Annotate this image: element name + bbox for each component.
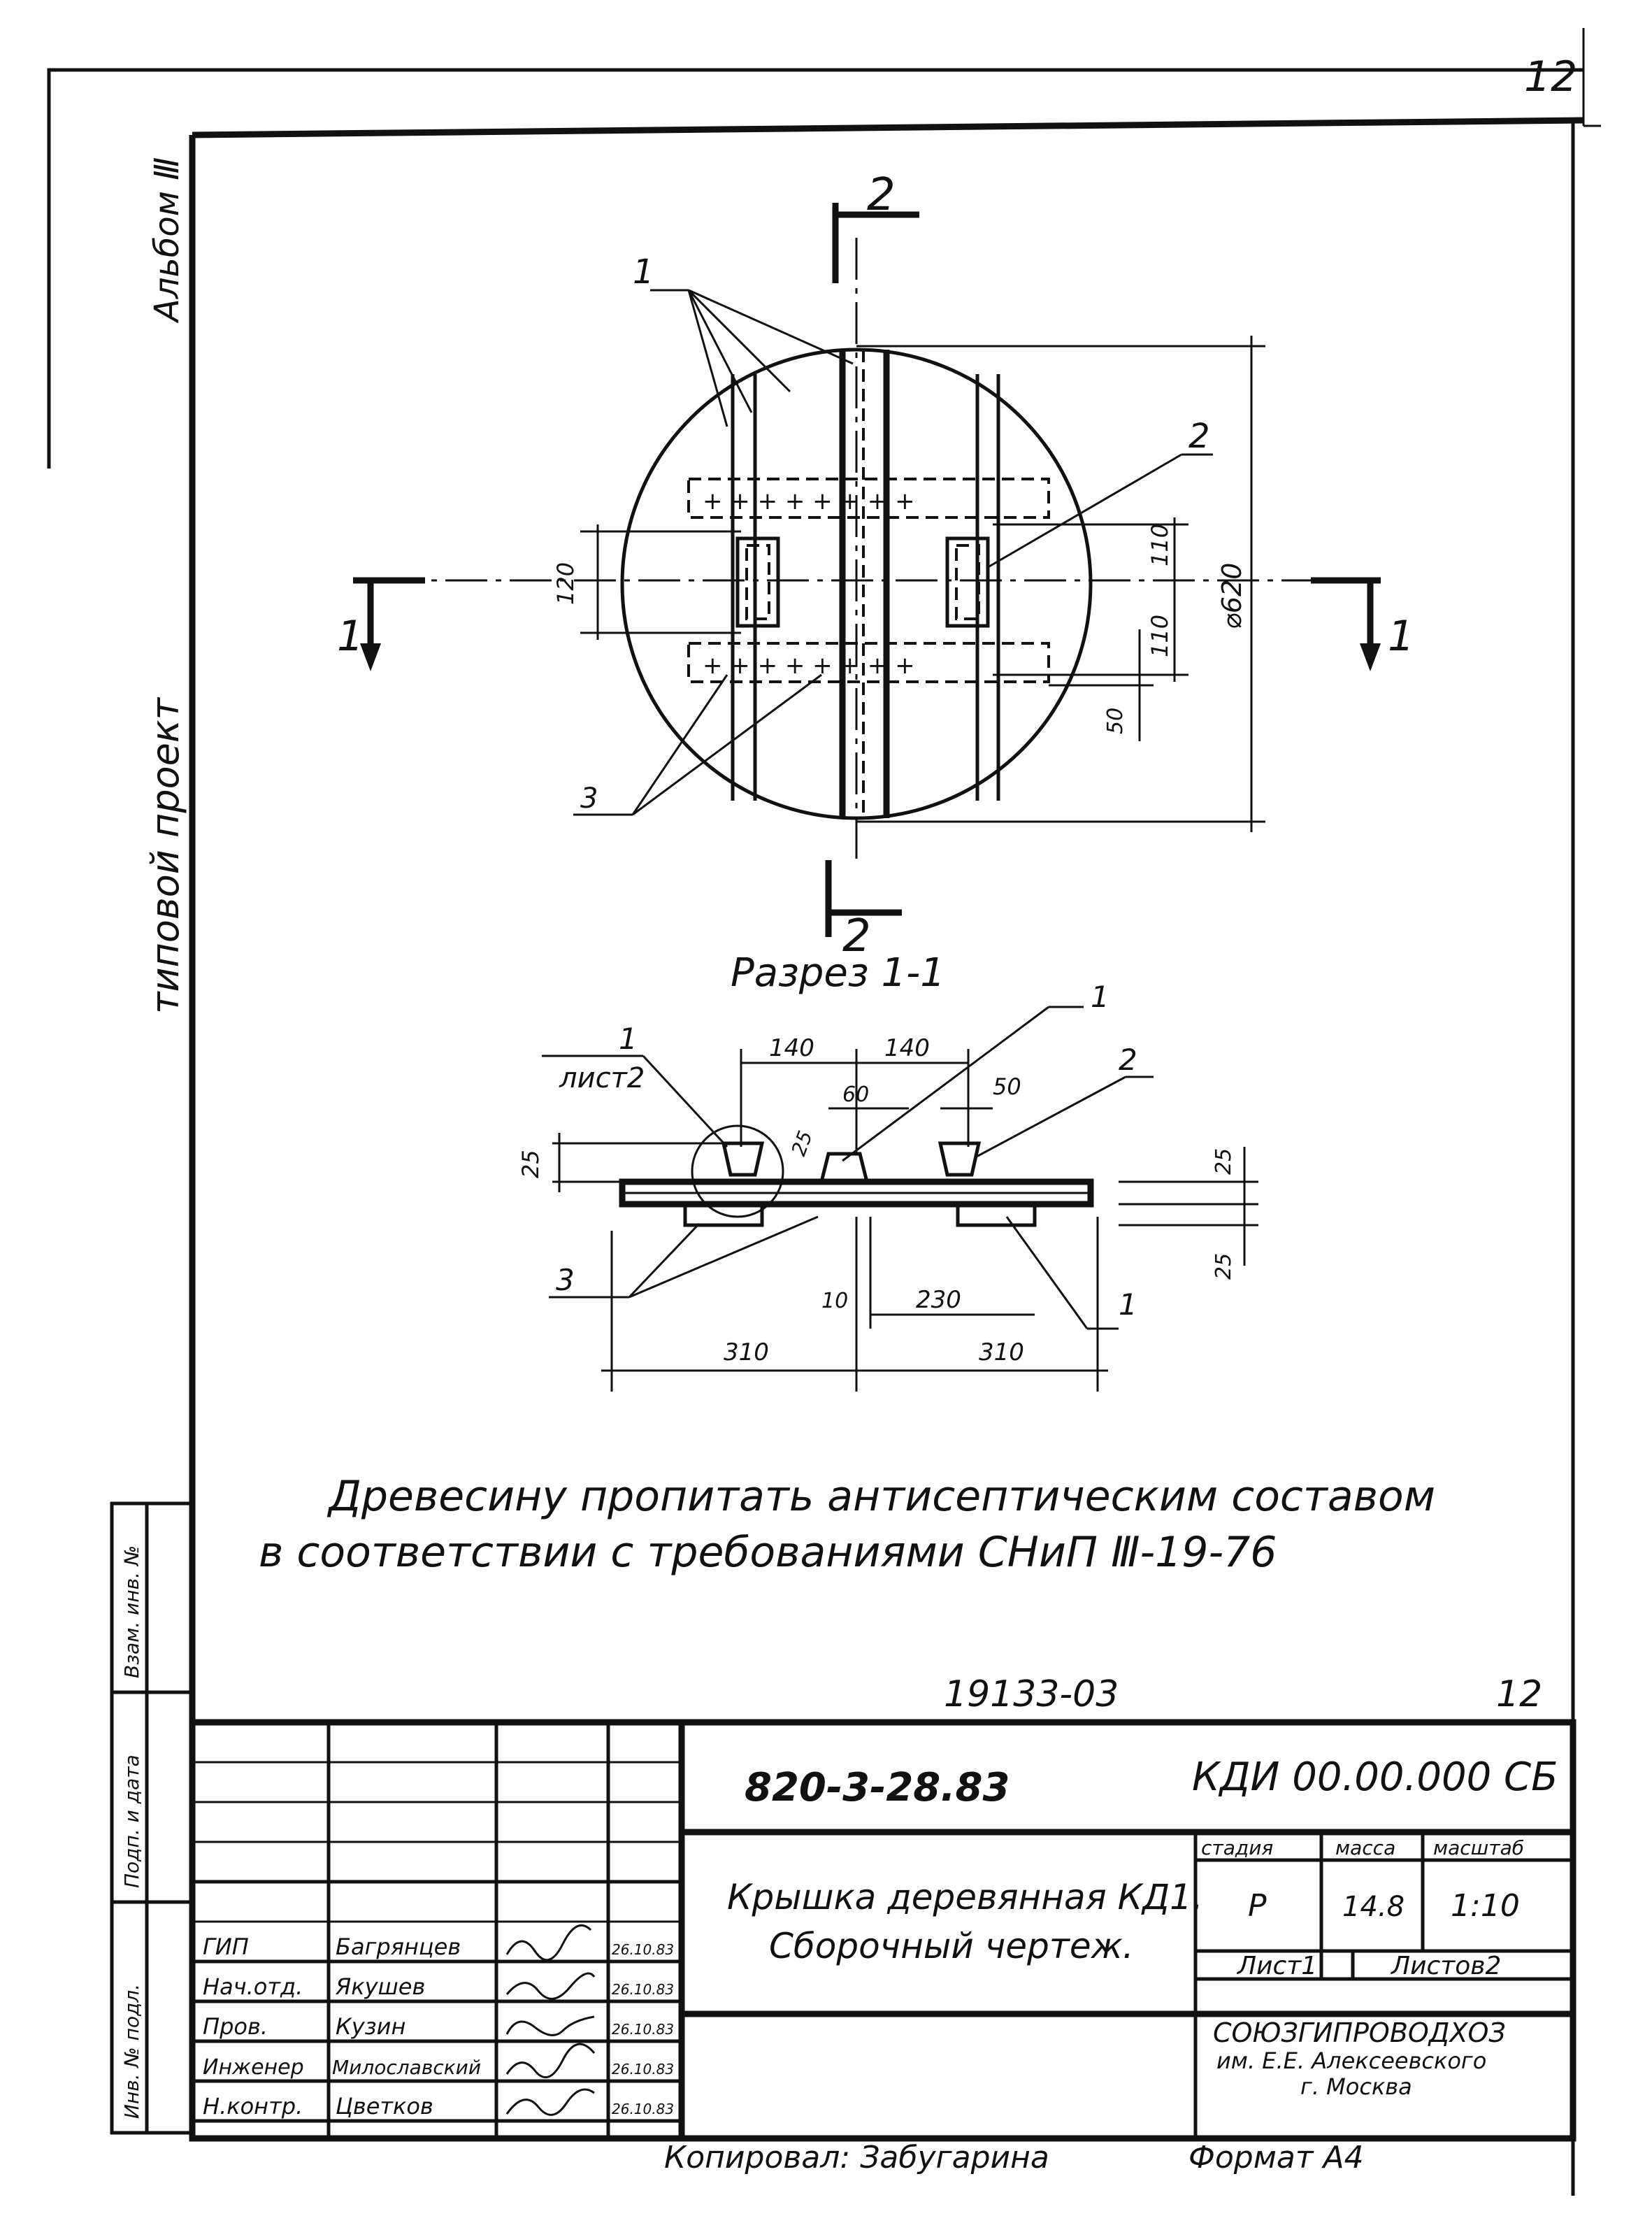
dim-110-bottom: 110 [1147, 615, 1173, 657]
sig-date: 26.10.83 [612, 1981, 674, 1998]
svg-text:+ + + + + + + +: + + + + + + + + [703, 487, 915, 515]
plan-dimensions: 120 110 110 50 ⌀620 [552, 336, 1265, 832]
note-line-1: Древесину пропитать антисептическим сост… [326, 1472, 1435, 1521]
mass-value: 14.8 [1342, 1891, 1405, 1923]
paper-format: Формат А4 [1188, 2140, 1364, 2175]
sig-date: 26.10.83 [612, 1941, 674, 1958]
note-line-2: в соответствии с требованиями СНиП Ⅲ-19-… [259, 1528, 1277, 1577]
dim-310-left: 310 [724, 1338, 769, 1366]
plan-callout-2: 2 [1188, 417, 1210, 456]
cross-bars: + + + + + + + + + + + + + + + + [687, 478, 1050, 683]
section-callout-sheet: лист2 [559, 1062, 645, 1094]
side-labels: Альбом Ⅲ типовой проект [143, 157, 187, 1014]
section-callout-3: 3 [556, 1263, 575, 1297]
section-callout-1-left: 1 [619, 1022, 638, 1056]
sig-date: 26.10.83 [612, 2101, 674, 2117]
doc-reference: 19133-03 [944, 1673, 1119, 1715]
section-mark-left: 1 [337, 612, 364, 661]
sheets-value: Листов2 [1390, 1952, 1501, 1980]
stamp-inv-replace: Взам. инв. № [120, 1545, 143, 1678]
col-header-scale: масштаб [1433, 1836, 1524, 1859]
strips [735, 536, 990, 628]
sig-date: 26.10.83 [612, 2021, 674, 2038]
project-label: типовой проект [143, 697, 187, 1014]
project-code: 820-3-28.83 [745, 1765, 1010, 1810]
section-mark-top: 2 [867, 169, 896, 221]
sheet-value: Лист1 [1236, 1952, 1317, 1980]
section-view: Разрез 1-1 лист2 1 1 2 3 [517, 950, 1258, 1392]
section-callout-2: 2 [1119, 1043, 1137, 1077]
stamp-sign-date: Подп. и дата [120, 1754, 143, 1888]
section-callout-1-top: 1 [1091, 980, 1109, 1014]
left-stamp: Взам. инв. № Подп. и дата Инв. № подл. [110, 1501, 194, 2135]
sig-name: Милославский [332, 2056, 481, 2079]
dim-310-right: 310 [979, 1338, 1024, 1366]
scale-value: 1:10 [1451, 1888, 1520, 1924]
dim-50-section: 50 [993, 1073, 1021, 1100]
section-mark-bottom: 2 [842, 910, 871, 962]
plan-callout-3: 3 [580, 782, 598, 815]
sig-name: Якушев [335, 1973, 425, 2000]
dim-140-right: 140 [884, 1034, 930, 1062]
footer: Копировал: Забугарина Формат А4 [664, 2140, 1364, 2175]
dim-120: 120 [552, 562, 579, 605]
stage-value: Р [1248, 1888, 1267, 1924]
signature-mark [505, 1924, 592, 1961]
signature-mark [505, 1972, 596, 2000]
sig-role: Пров. [203, 2013, 268, 2040]
copied-by: Копировал: Забугарина [664, 2140, 1049, 2175]
album-label: Альбом Ⅲ [148, 157, 187, 324]
dim-60: 60 [842, 1082, 869, 1107]
section-callout-1-right: 1 [1119, 1287, 1137, 1322]
dim-10: 10 [821, 1289, 848, 1313]
plan-view: + + + + + + + + + + + + + + + + 1 1 [337, 169, 1414, 962]
sheet-number-box: 12 [1524, 52, 1577, 101]
title-block: 820-3-28.83 КДИ 00.00.000 СБ Крышка дере… [189, 1719, 1576, 2142]
dim-110-top: 110 [1147, 524, 1173, 566]
signature-mark [505, 2088, 595, 2116]
section-callouts: лист2 1 1 2 3 1 [542, 980, 1154, 1330]
doc-reference-sheet: 12 [1496, 1673, 1542, 1715]
note-block: Древесину пропитать антисептическим сост… [259, 1472, 1435, 1577]
sig-name: Багрянцев [336, 1934, 461, 1960]
section-body [619, 1124, 1094, 1227]
signature-mark [505, 2015, 595, 2036]
sig-role: Нач.отд. [203, 1973, 303, 2000]
sig-role: ГИП [203, 1934, 249, 1960]
dim-25-right-bottom: 25 [1212, 1253, 1236, 1280]
plan-callout-1: 1 [633, 252, 654, 292]
signature-mark [505, 2043, 596, 2078]
org-line-2: им. Е.Е. Алексеевского [1216, 2047, 1486, 2074]
sheet-number: 12 [1524, 52, 1577, 101]
dim-25-small: 25 [787, 1128, 817, 1159]
title-line-1: Крышка деревянная КД1. [727, 1877, 1203, 1917]
dim-50: 50 [1103, 708, 1128, 734]
doc-code: КДИ 00.00.000 СБ [1192, 1754, 1558, 1800]
sig-role: Н.контр. [203, 2093, 303, 2120]
dim-230: 230 [916, 1286, 961, 1314]
sig-date: 26.10.83 [612, 2061, 674, 2078]
section-title: Разрез 1-1 [731, 950, 945, 996]
dim-140-left: 140 [769, 1034, 814, 1062]
org-line-1: СОЮЗГИПРОВОДХОЗ [1213, 2017, 1506, 2048]
boards [731, 350, 1000, 818]
sig-name: Кузин [336, 2013, 405, 2040]
col-header-mass: масса [1335, 1836, 1395, 1859]
sig-name: Цветков [336, 2093, 433, 2120]
dim-25-left: 25 [517, 1150, 544, 1178]
plan-callouts: 1 2 3 [573, 252, 1213, 816]
stamp-inv-orig: Инв. № подл. [120, 1984, 143, 2119]
title-line-2: Сборочный чертеж. [769, 1926, 1134, 1966]
section-dimensions: 140 140 60 50 25 25 25 25 10 230 [517, 1034, 1258, 1392]
dim-25-right-top: 25 [1212, 1148, 1236, 1175]
dim-diameter: ⌀620 [1216, 563, 1247, 629]
signature-rows: ГИП Багрянцев 26.10.83 Нач.отд. Якушев 2… [203, 1924, 674, 2120]
org-line-3: г. Москва [1300, 2073, 1412, 2100]
section-mark-right: 1 [1388, 612, 1414, 661]
svg-text:+ + + + + + + +: + + + + + + + + [703, 652, 915, 680]
sig-role: Инженер [203, 2055, 304, 2080]
col-header-stage: стадия [1201, 1836, 1273, 1859]
section-marks: 1 1 2 2 [337, 169, 1414, 962]
